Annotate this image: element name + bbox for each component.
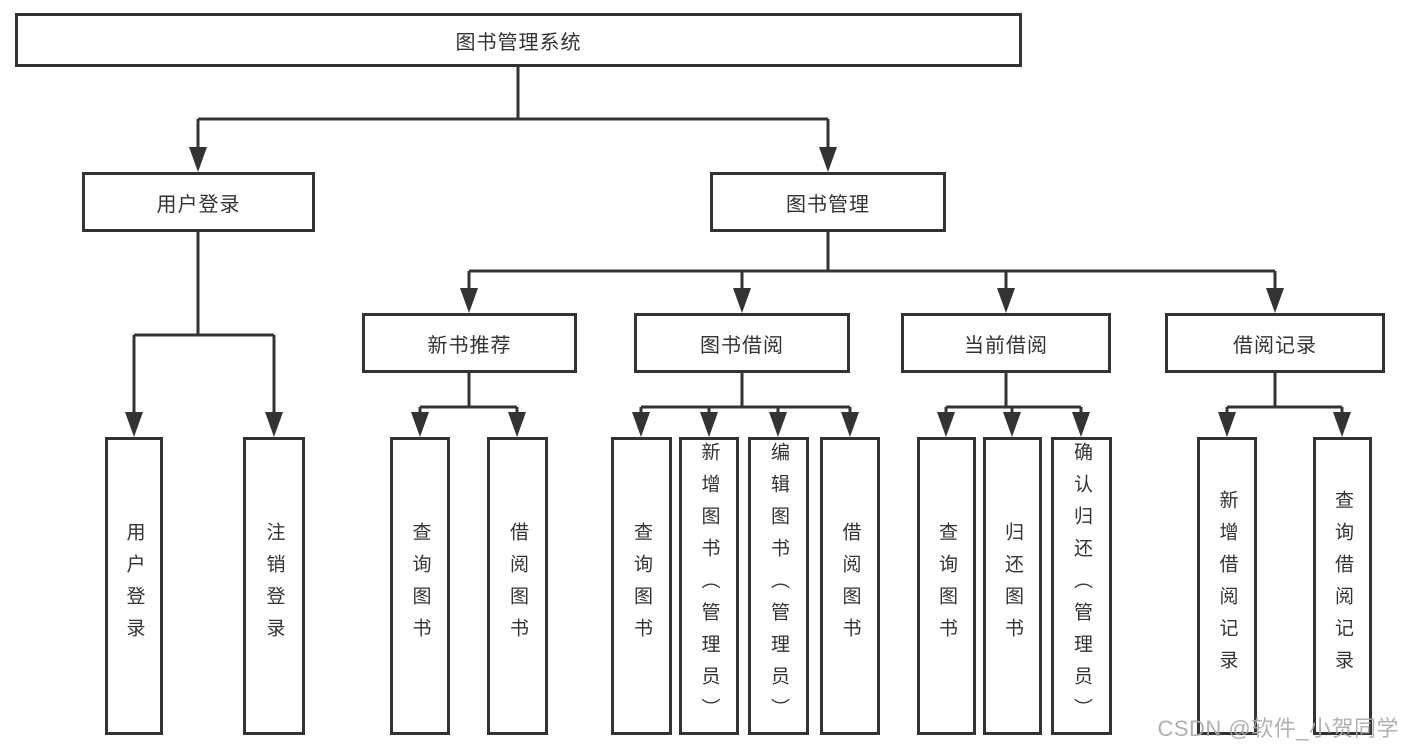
csdn-watermark: CSDN @软件_小贺同学 (1157, 716, 1399, 741)
leaf-confirm-return-admin: 确认归还（管理员） (1051, 437, 1112, 735)
node-current-borrow: 当前借阅 (901, 313, 1111, 373)
leaf-user-login: 用户登录 (105, 437, 163, 735)
node-label: 借阅图书 (839, 522, 861, 650)
node-label: 查询图书 (631, 522, 652, 650)
node-label: 图书借阅 (700, 334, 784, 357)
leaf-add-books-admin: 新增图书（管理员） (679, 437, 739, 735)
node-book-borrow: 图书借阅 (634, 313, 850, 373)
leaf-logout: 注销登录 (243, 437, 305, 735)
leaf-add-borrow-record: 新增借阅记录 (1197, 437, 1257, 735)
leaf-query-books-current: 查询图书 (917, 437, 976, 735)
node-label: 借阅图书 (507, 522, 528, 650)
leaf-borrow-books-recommend: 借阅图书 (487, 437, 548, 735)
node-label: 查询图书 (936, 522, 957, 650)
leaf-query-borrow-record: 查询借阅记录 (1313, 437, 1372, 735)
node-label: 查询借阅记录 (1332, 490, 1353, 682)
leaf-borrow-books: 借阅图书 (820, 437, 880, 735)
node-library-management-system: 图书管理系统 (15, 13, 1022, 67)
node-label: 当前借阅 (964, 334, 1048, 357)
node-book-management: 图书管理 (710, 172, 946, 232)
leaf-edit-books-admin: 编辑图书（管理员） (748, 437, 809, 735)
node-label: 确认归还（管理员） (1071, 442, 1092, 730)
node-label: 编辑图书（管理员） (768, 442, 789, 730)
node-label: 图书管理系统 (455, 31, 582, 54)
node-label: 图书管理 (786, 193, 870, 216)
node-borrow-records: 借阅记录 (1165, 313, 1385, 373)
node-label: 新增借阅记录 (1216, 490, 1238, 682)
node-label: 新书推荐 (427, 334, 512, 357)
node-label: 借阅记录 (1233, 334, 1317, 357)
node-label: 用户登录 (156, 193, 241, 216)
leaf-query-books-recommend: 查询图书 (390, 437, 450, 735)
node-label: 归还图书 (1002, 522, 1023, 650)
node-user-login: 用户登录 (82, 172, 315, 232)
node-new-book-recommend: 新书推荐 (362, 313, 577, 373)
node-label: 新增图书（管理员） (698, 442, 720, 730)
node-label: 注销登录 (263, 522, 285, 650)
leaf-query-books-borrow: 查询图书 (611, 437, 672, 735)
leaf-return-books: 归还图书 (983, 437, 1042, 735)
node-label: 查询图书 (409, 522, 431, 650)
node-label: 用户登录 (123, 522, 145, 650)
